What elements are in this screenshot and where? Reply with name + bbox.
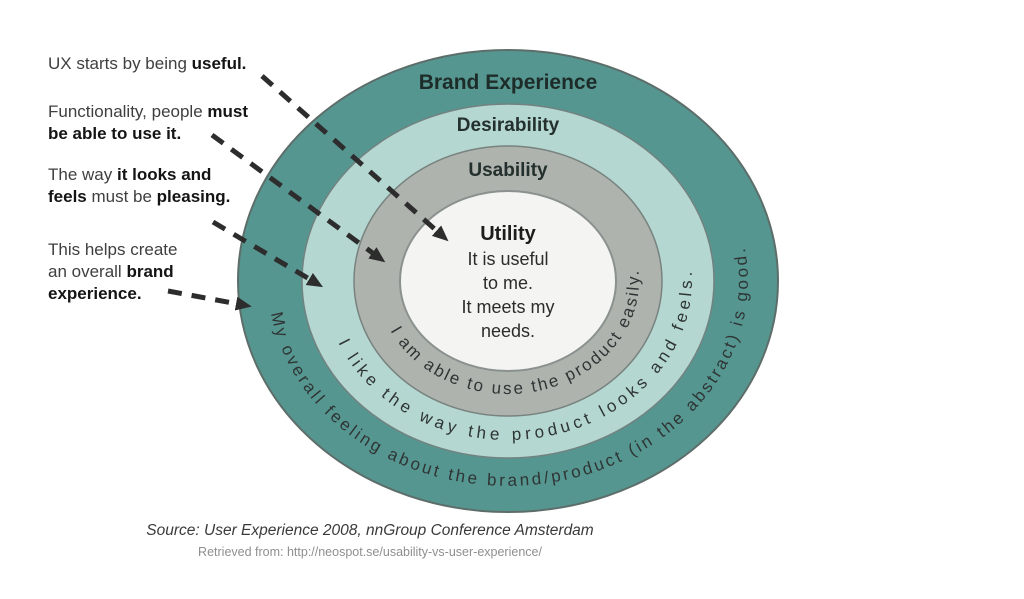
annotation-text: Functionality, people (48, 102, 208, 121)
annotation-text-bold: must (207, 102, 249, 121)
annotation-brand-line2: an overall brand (48, 261, 177, 283)
annotation-text-bold: it looks and (116, 165, 212, 184)
annotation-text: an overall (48, 262, 127, 281)
ring-label-brand-experience: Brand Experience (419, 71, 598, 94)
annotation-text: This helps create (48, 240, 178, 259)
annotation-text-bold: feels (48, 187, 87, 206)
annotation-text-bold: experience. (48, 284, 142, 303)
ring-label-usability: Usability (468, 160, 548, 181)
utility-line-4: needs. (481, 321, 535, 341)
circle-utility (399, 190, 617, 372)
annotation-pleasing-line2: feels must be pleasing. (48, 186, 230, 208)
annotation-text-bold: be able to use it. (48, 124, 182, 143)
annotation-useful-line1: UX starts by being useful. (48, 53, 246, 75)
dashed-arrow-useful (260, 74, 449, 242)
dashed-arrow-brand (167, 288, 252, 311)
dashed-arrow-usable (210, 132, 386, 263)
annotation-text-bold: pleasing. (156, 187, 231, 206)
annotation-brand: This helps create an overall brand exper… (48, 239, 177, 305)
utility-line-1: It is useful (467, 249, 548, 269)
annotation-text-bold: brand (126, 262, 174, 281)
annotation-useful: UX starts by being useful. (48, 53, 246, 75)
annotation-brand-line3: experience. (48, 283, 177, 305)
annotation-pleasing-line1: The way it looks and (48, 164, 230, 186)
source-citation: Source: User Experience 2008, nnGroup Co… (146, 522, 594, 539)
annotation-usable-line2: be able to use it. (48, 123, 248, 145)
dashed-arrow-pleasing (211, 219, 324, 288)
utility-line-2: to me. (483, 273, 533, 293)
ring-label-utility: Utility (480, 223, 536, 245)
annotation-text: UX starts by being (48, 54, 192, 73)
footer: Source: User Experience 2008, nnGroup Co… (60, 522, 680, 559)
annotation-usable-line1: Functionality, people must (48, 101, 248, 123)
annotation-pleasing: The way it looks and feels must be pleas… (48, 164, 230, 208)
annotation-usable: Functionality, people must be able to us… (48, 101, 248, 145)
retrieved-url: Retrieved from: http://neospot.se/usabil… (198, 545, 542, 559)
annotation-text-bold: useful. (191, 54, 247, 73)
utility-line-3: It meets my (461, 297, 554, 317)
annotation-brand-line1: This helps create (48, 239, 177, 261)
annotation-text: The way (48, 165, 117, 184)
annotation-text: must be (86, 187, 157, 206)
ring-label-desirability: Desirability (457, 115, 560, 136)
